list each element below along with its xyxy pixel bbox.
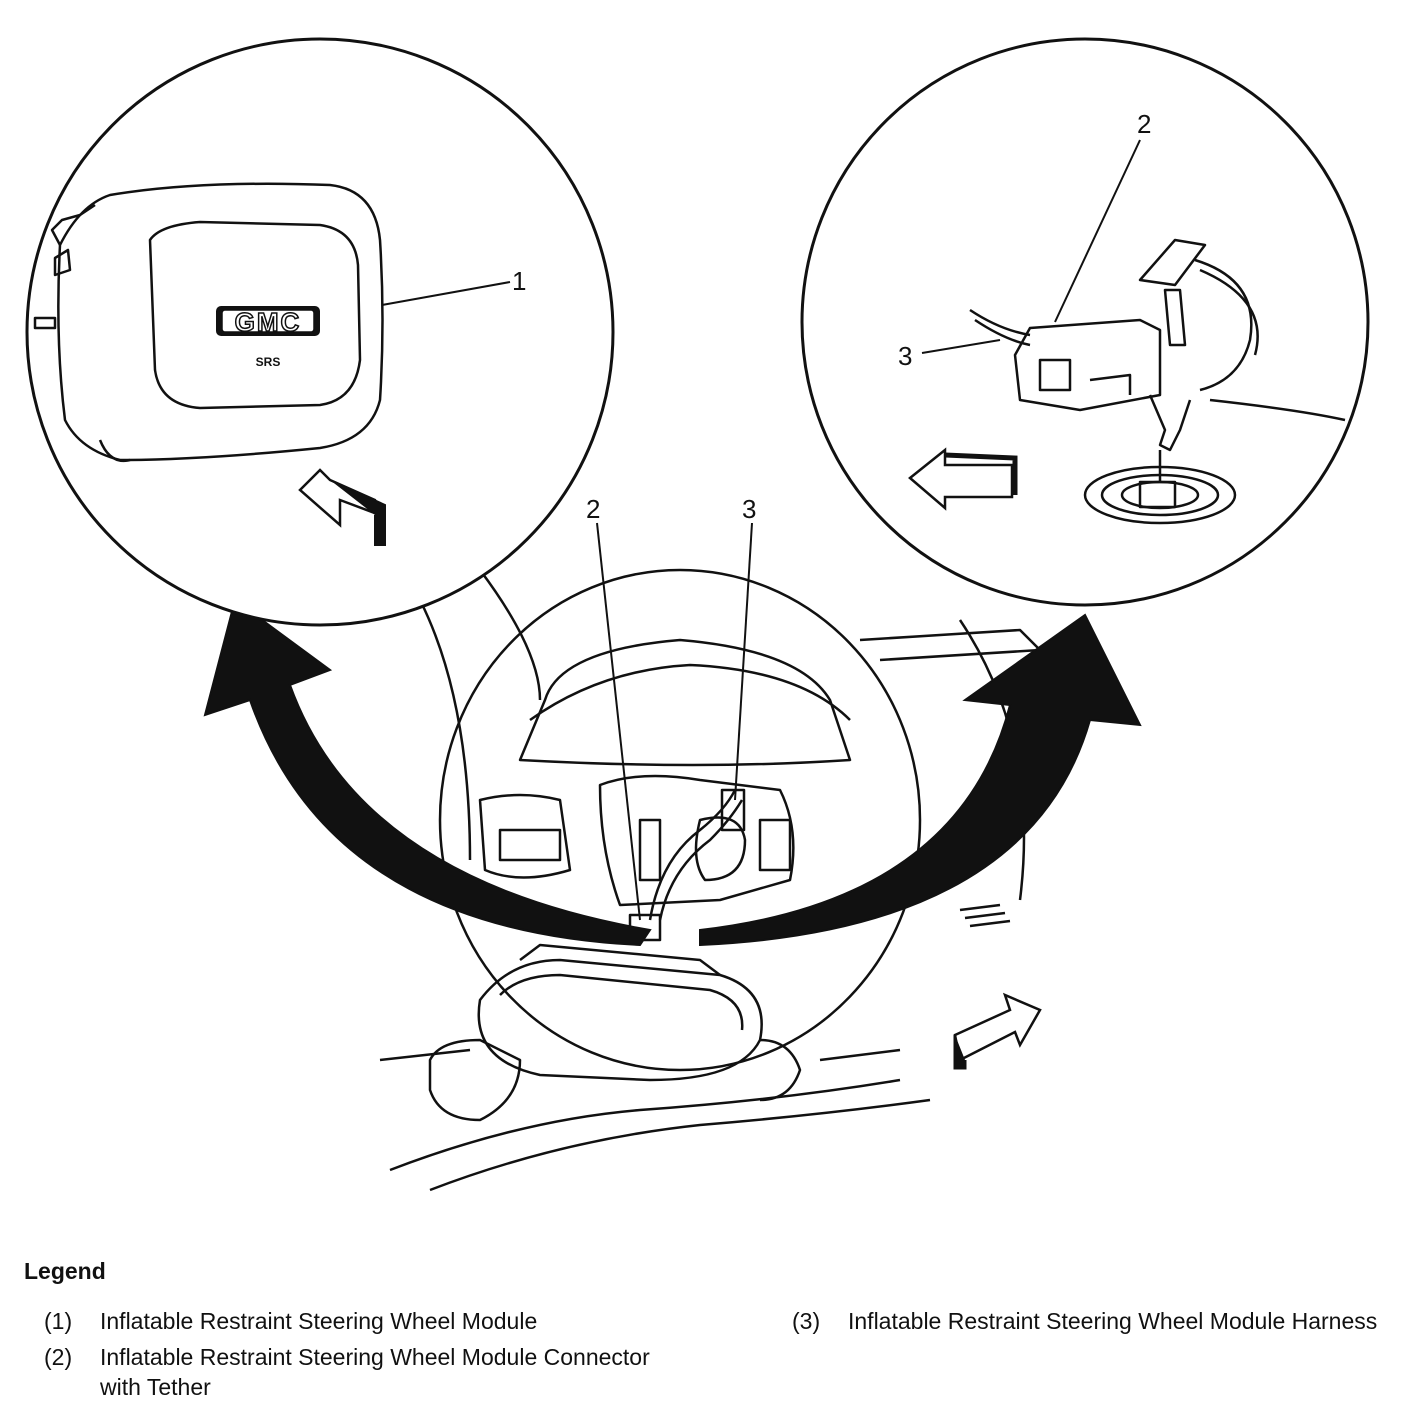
left-inset: GMC SRS 1: [25, 37, 615, 627]
legend-item-number: (1): [44, 1308, 73, 1334]
legend-item-3: (3) Inflatable Restraint Steering Wheel …: [792, 1306, 1392, 1370]
legend-item-number: (2): [44, 1344, 73, 1370]
callout-1-left-inset: 1: [512, 266, 526, 296]
curved-arrow-right-icon: [699, 613, 1142, 947]
gmc-logo-text: GMC: [235, 307, 302, 337]
main-callouts: 2 3: [586, 494, 756, 921]
curved-arrow-left-icon: [203, 598, 652, 947]
legend-item-1: (1) Inflatable Restraint Steering Wheel …: [44, 1306, 684, 1338]
legend: Legend (1) Inflatable Restraint Steering…: [0, 1250, 1408, 1416]
callout-2-main: 2: [586, 494, 600, 524]
legend-item-number: (3): [792, 1308, 821, 1334]
callout-2-right-inset: 2: [1137, 109, 1151, 139]
callout-3-main: 3: [742, 494, 756, 524]
direction-arrow-icon: [298, 468, 386, 546]
right-inset: 2 3: [800, 37, 1370, 607]
legend-item-text: Inflatable Restraint Steering Wheel Modu…: [848, 1308, 1378, 1334]
direction-arrow-up-right-icon: [953, 992, 1042, 1070]
legend-item-text: Inflatable Restraint Steering Wheel Modu…: [100, 1344, 650, 1400]
legend-item-2: (2) Inflatable Restraint Steering Wheel …: [44, 1342, 684, 1406]
legend-item-text: Inflatable Restraint Steering Wheel Modu…: [100, 1308, 538, 1334]
srs-text: SRS: [256, 355, 281, 369]
airbag-removal-diagram: GMC SRS 1: [25, 37, 1370, 1192]
steering-wheel-scene: [379, 568, 1051, 1192]
callout-3-right-inset: 3: [898, 341, 912, 371]
direction-arrow-left-icon: [908, 447, 1018, 511]
legend-title: Legend: [24, 1258, 106, 1284]
